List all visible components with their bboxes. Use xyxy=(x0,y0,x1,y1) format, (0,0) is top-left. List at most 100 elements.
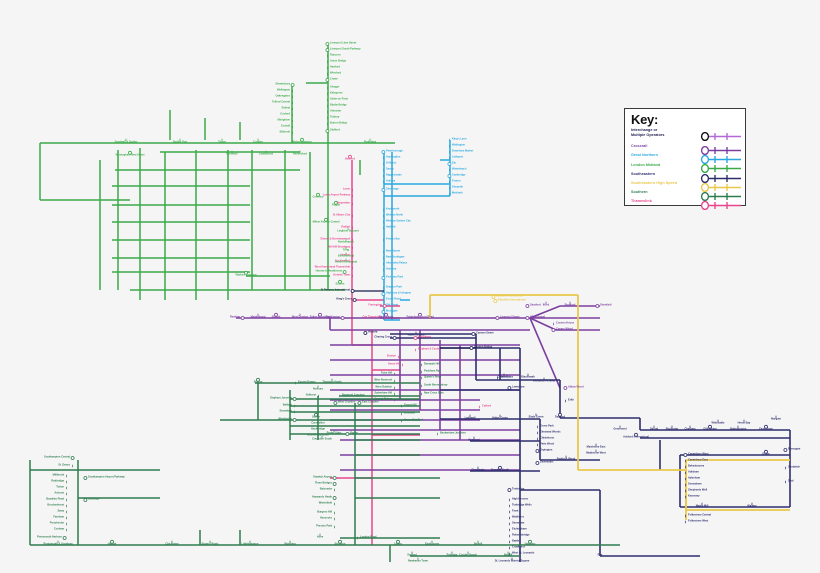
station-label[interactable]: New Cross xyxy=(500,375,514,379)
station-marker-interchange[interactable] xyxy=(381,150,386,154)
key-row-great-northern[interactable]: Great Northern xyxy=(631,151,741,165)
station-label[interactable]: Stevenage xyxy=(386,187,399,191)
station-label[interactable]: Eastbourne xyxy=(424,542,440,546)
key-row-southeastern-high-speed[interactable]: Southeastern High Speed xyxy=(631,179,741,192)
station-label[interactable]: Luton Airport Parkway xyxy=(322,193,350,197)
station-label[interactable]: Faversham xyxy=(759,427,773,431)
station-marker-interchange[interactable] xyxy=(325,42,330,46)
station-marker-interchange[interactable] xyxy=(507,488,512,492)
station-label[interactable]: Bilbrook xyxy=(279,130,290,134)
station-label[interactable]: Tring xyxy=(342,248,350,252)
station-label[interactable]: West Dulwich xyxy=(375,385,392,389)
station-label[interactable]: Arlesey xyxy=(386,179,396,183)
station-marker-interchange[interactable] xyxy=(528,539,532,544)
station-marker-interchange[interactable] xyxy=(535,461,540,465)
station-label[interactable]: Harpenden xyxy=(336,201,350,205)
station-label[interactable]: Elephant & Castle xyxy=(418,347,440,351)
station-label[interactable]: King's Cross xyxy=(336,297,352,301)
station-label[interactable]: Robertsbridge xyxy=(512,533,530,537)
station-label[interactable]: St. Denys xyxy=(58,463,70,467)
station-label[interactable]: Cricklewood xyxy=(334,259,350,263)
station-label[interactable]: Essex Road xyxy=(386,297,401,301)
station-label[interactable]: Sevenoaks xyxy=(540,460,554,464)
station-label[interactable]: West Hampstead Thameslink xyxy=(314,265,350,269)
station-label[interactable]: Balcombe xyxy=(319,487,332,491)
station-marker-interchange[interactable] xyxy=(342,270,347,274)
station-marker-interchange[interactable] xyxy=(471,332,476,336)
station-marker-interchange[interactable] xyxy=(334,200,338,205)
station-label[interactable]: Crystal Palace xyxy=(374,397,392,401)
station-label[interactable]: Telford Central xyxy=(272,100,290,104)
station-label[interactable]: Beaulieu Road xyxy=(46,497,64,501)
station-label[interactable]: Paddington xyxy=(325,315,340,319)
station-label[interactable]: Wellington xyxy=(276,88,290,92)
station-label[interactable]: Southampton Airport Parkway xyxy=(88,475,125,479)
station-label[interactable]: Tutbury xyxy=(330,115,340,119)
station-label[interactable]: Hednesford xyxy=(292,152,308,156)
station-label[interactable]: Moorgate xyxy=(386,309,398,313)
station-label[interactable]: Bloxwich xyxy=(226,152,238,156)
station-label[interactable]: Rochester xyxy=(665,427,679,431)
station-label[interactable]: Martin Mill xyxy=(695,504,709,508)
station-marker-interchange[interactable] xyxy=(381,292,386,296)
station-label[interactable]: Streatham xyxy=(279,409,292,413)
station-label[interactable]: Cooden Beach xyxy=(459,553,477,557)
station-label[interactable]: Liverpool South Parkway xyxy=(330,47,361,51)
station-marker-interchange[interactable] xyxy=(332,496,337,500)
station-label[interactable]: Bromley South xyxy=(490,468,510,472)
station-marker-interchange[interactable] xyxy=(352,298,357,302)
station-marker-interchange[interactable] xyxy=(110,539,114,544)
station-label[interactable]: Portsmouth & Southsea xyxy=(43,542,73,546)
station-label[interactable]: Welwyn North xyxy=(386,213,404,217)
station-label[interactable]: Gravesend xyxy=(613,427,627,431)
station-marker-interchange[interactable] xyxy=(495,316,500,320)
station-label[interactable]: Thornton Heath xyxy=(322,380,342,384)
station-label[interactable]: Hassocks xyxy=(320,516,332,520)
station-marker-interchange[interactable] xyxy=(507,386,512,390)
station-label[interactable]: Maidstone West xyxy=(586,451,606,455)
station-label[interactable]: Brighton xyxy=(334,542,346,546)
station-label[interactable]: Tulse Hill xyxy=(380,371,392,375)
station-label[interactable]: Watford Junction xyxy=(235,273,257,277)
station-marker-interchange[interactable] xyxy=(325,48,330,52)
station-marker-interchange[interactable] xyxy=(325,78,330,82)
station-label[interactable]: Snowdown xyxy=(688,482,702,486)
station-marker-interchange[interactable] xyxy=(381,310,386,314)
station-marker-interchange[interactable] xyxy=(683,453,688,457)
station-label[interactable]: Peckham Rye xyxy=(424,369,441,373)
station-marker-interchange[interactable] xyxy=(83,498,88,502)
station-label[interactable]: Folkestone Central xyxy=(688,513,711,517)
station-label[interactable]: Kearsney xyxy=(688,494,700,498)
station-label[interactable]: Burton Bridge xyxy=(330,121,348,125)
station-label[interactable]: Millbrook xyxy=(52,473,64,477)
station-label[interactable]: Eastleigh xyxy=(88,497,100,501)
station-label[interactable]: Bexhill xyxy=(503,553,513,557)
station-marker-interchange[interactable] xyxy=(345,432,350,436)
station-label[interactable]: Polegate xyxy=(446,553,458,557)
station-label[interactable]: Romford xyxy=(564,303,576,307)
station-label[interactable]: Portsmouth Harbour xyxy=(36,535,62,539)
station-label[interactable]: London Bridge xyxy=(474,345,493,349)
station-label[interactable]: Coulsdon South xyxy=(312,437,332,441)
station-label[interactable]: Havant xyxy=(107,542,117,546)
station-label[interactable]: Slade Green xyxy=(528,415,544,419)
station-marker-interchange[interactable] xyxy=(318,312,322,317)
station-label[interactable]: Orpington xyxy=(540,448,553,452)
station-label[interactable]: Acton Bridge xyxy=(330,59,347,63)
station-label[interactable]: Radlett xyxy=(341,225,350,229)
station-label[interactable]: Slough xyxy=(271,315,281,319)
station-label[interactable]: Potters Bar xyxy=(386,237,400,241)
station-marker-interchange[interactable] xyxy=(256,377,260,382)
station-marker-interchange[interactable] xyxy=(764,449,768,454)
key-row-thameslink[interactable]: Thameslink xyxy=(631,197,741,211)
station-label[interactable]: Birmingham New Street xyxy=(115,153,145,157)
station-label[interactable]: West Drayton xyxy=(291,315,309,319)
station-label[interactable]: Bond Street xyxy=(378,315,394,319)
station-marker-interchange[interactable] xyxy=(469,346,474,350)
station-label[interactable]: Epsom xyxy=(253,380,263,384)
station-label[interactable]: Uttoxeter xyxy=(330,109,342,113)
station-label[interactable]: Cosford xyxy=(280,112,290,116)
station-label[interactable]: Purley xyxy=(350,431,358,435)
station-label[interactable]: Whitechapel xyxy=(530,315,546,319)
station-label[interactable]: Canterbury West xyxy=(688,452,709,456)
